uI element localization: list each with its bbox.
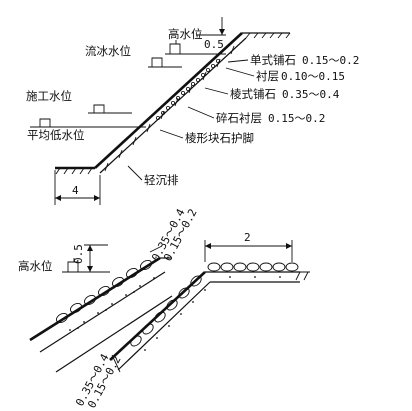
top-leaders (127, 59, 255, 181)
bottom-lower-thickness: 0.35～0.4 0.15～0.2 (73, 351, 123, 410)
water-symbol-construction (88, 104, 132, 114)
bottom-right-gravel (144, 276, 281, 351)
label-mattress: 轻沉排 (144, 173, 179, 187)
bottom-left-slope-face (29, 256, 161, 342)
bottom-left-slope-inner (55, 295, 173, 373)
label-high-water: 高水位 (168, 27, 203, 41)
top-crest-hatch (245, 32, 291, 39)
bottom-section: 高水位 0.5 2 0.35～0.4 0.15～0.2 0.35～0.4 0.1… (18, 206, 310, 410)
bottom-label-high-water: 高水位 (18, 259, 53, 273)
top-slope-face (94, 32, 243, 169)
top-toe-hatch (55, 167, 93, 175)
bottom-berm-stones (130, 262, 299, 347)
water-symbol-high (165, 40, 196, 55)
top-toe-dim: 4 (54, 170, 101, 205)
bottom-right-hatch (295, 271, 310, 281)
label-toe: 棱形块石护脚 (185, 131, 254, 145)
label-mean-low-water: 平均低水位 (27, 128, 85, 142)
label-ice-water: 流冰水位 (85, 44, 131, 58)
bottom-left-stones (55, 259, 153, 324)
bottom-right-slope-face (109, 271, 206, 361)
bottom-berm-width-label: 2 (244, 231, 251, 244)
bottom-left-gravel (69, 277, 155, 331)
top-freeboard-label: 0.5 (204, 38, 224, 51)
top-freeboard-dim: 0.5 (196, 17, 226, 55)
top-stone-dots (155, 59, 220, 121)
bottom-right-slope-base (117, 281, 211, 371)
top-toe-width-label: 4 (72, 184, 79, 197)
water-symbol-ice (148, 57, 182, 68)
top-section: 0.5 高水位 流冰水位 施工水位 平均低水位 (26, 17, 359, 205)
top-slope-base (99, 37, 247, 174)
bottom-berm-dim: 2 (204, 231, 293, 262)
bottom-upper-thickness: 0.35～0.4 0.15～0.2 (149, 206, 199, 263)
bottom-water-symbol (62, 244, 110, 273)
bottom-freeboard-label: 0.5 (72, 244, 85, 264)
bottom-left-slope-base (39, 271, 166, 353)
water-symbol-mean-low (30, 118, 146, 128)
label-construction-water: 施工水位 (26, 89, 72, 103)
